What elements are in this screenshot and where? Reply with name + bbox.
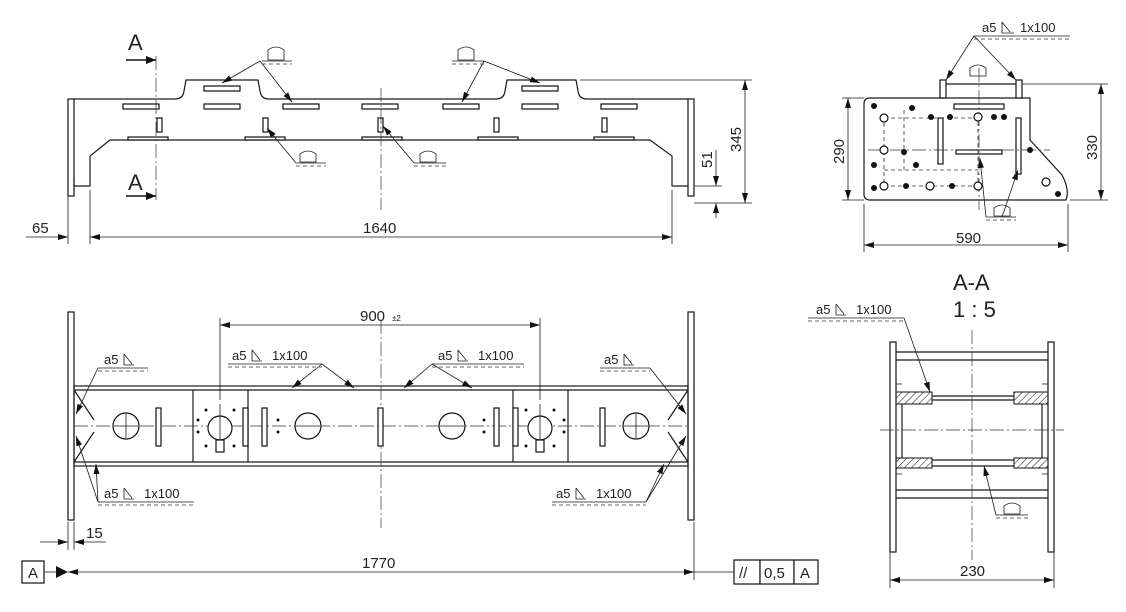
plan-holes (112, 404, 650, 453)
plan-right-end-plate (687, 311, 695, 521)
dim-51: 51 (699, 151, 716, 168)
plan-view: 900 ±2 a5 a5 a5 1x100 (21, 308, 819, 585)
plan-weld-top-1-label: a5 (232, 348, 246, 363)
plan-weld-left: a5 (75, 352, 148, 415)
dim-65: 65 (32, 220, 49, 237)
plan-left-end-plate (67, 311, 75, 521)
plan-weld-top-1: a5 1x100 (228, 348, 355, 389)
front-weld-symbol-3 (266, 127, 326, 167)
tolerance-datum: A (800, 565, 810, 582)
side-holes (871, 103, 1061, 197)
section-weld-label: a5 (816, 302, 830, 317)
front-weld-symbol-4 (382, 125, 446, 167)
plan-bolt-dots (196, 408, 566, 448)
dim-900-tolerance: ±2 (392, 314, 401, 323)
plan-weld-top-1-length: 1x100 (272, 348, 307, 363)
plan-weld-bottom-left-label: a5 (104, 486, 118, 501)
dim-15: 15 (86, 525, 103, 542)
plan-weld-top-2-length: 1x100 (478, 348, 513, 363)
side-weld-length: 1x100 (1020, 20, 1055, 35)
section-weld-bottom (983, 465, 1028, 519)
tolerance-value: 0,5 (764, 565, 785, 582)
side-plate-outline (863, 97, 1068, 201)
dim-290: 290 (831, 139, 848, 164)
section-view: A-A 1 : 5 a5 1x100 (808, 270, 1064, 588)
plan-weld-bottom-left-length: 1x100 (144, 486, 179, 501)
tolerance-symbol: // (739, 565, 748, 582)
section-mark-bottom: A (128, 170, 143, 195)
front-slots (122, 85, 638, 133)
dim-1640: 1640 (363, 220, 396, 237)
plan-weld-bottom-right: a5 1x100 (552, 435, 687, 506)
front-left-end-plate (67, 98, 75, 197)
plan-weld-left-label: a5 (104, 352, 118, 367)
dim-330: 330 (1084, 135, 1101, 160)
front-right-end-plate (687, 98, 695, 197)
plan-weld-top-2: a5 1x100 (403, 348, 524, 389)
front-weld-symbol-2 (452, 46, 541, 103)
tolerance-frame: // 0,5 A (694, 559, 819, 585)
section-title: A-A (953, 270, 990, 295)
dim-230: 230 (960, 563, 985, 580)
plan-weld-bottom-right-label: a5 (556, 486, 570, 501)
dim-900: 900 (360, 308, 385, 325)
plan-weld-right-label: a5 (604, 352, 618, 367)
side-weld-callout: a5 1x100 (945, 20, 1070, 81)
plan-weld-top-2-label: a5 (438, 348, 452, 363)
side-weld-label: a5 (982, 20, 996, 35)
plan-weld-bottom-right-length: 1x100 (596, 486, 631, 501)
datum-a-label: A (28, 565, 38, 582)
side-weld-callout-bottom (978, 157, 1019, 221)
plan-slots (155, 407, 606, 447)
dim-1770: 1770 (362, 555, 395, 572)
section-weld-callout: a5 1x100 (808, 302, 931, 393)
section-weld-length: 1x100 (856, 302, 891, 317)
front-lower-plates (127, 136, 635, 141)
section-mark-top: A (128, 30, 143, 55)
front-top-outline (74, 79, 688, 100)
plan-weld-right: a5 (600, 352, 687, 415)
side-view: a5 1x100 290 330 590 (831, 20, 1108, 252)
front-weld-symbol-1 (221, 46, 293, 103)
front-view: A A (26, 30, 752, 244)
plan-weld-bottom-left: a5 1x100 (75, 435, 194, 506)
section-scale: 1 : 5 (953, 297, 996, 322)
dim-345: 345 (728, 127, 745, 152)
dim-590: 590 (956, 230, 981, 247)
